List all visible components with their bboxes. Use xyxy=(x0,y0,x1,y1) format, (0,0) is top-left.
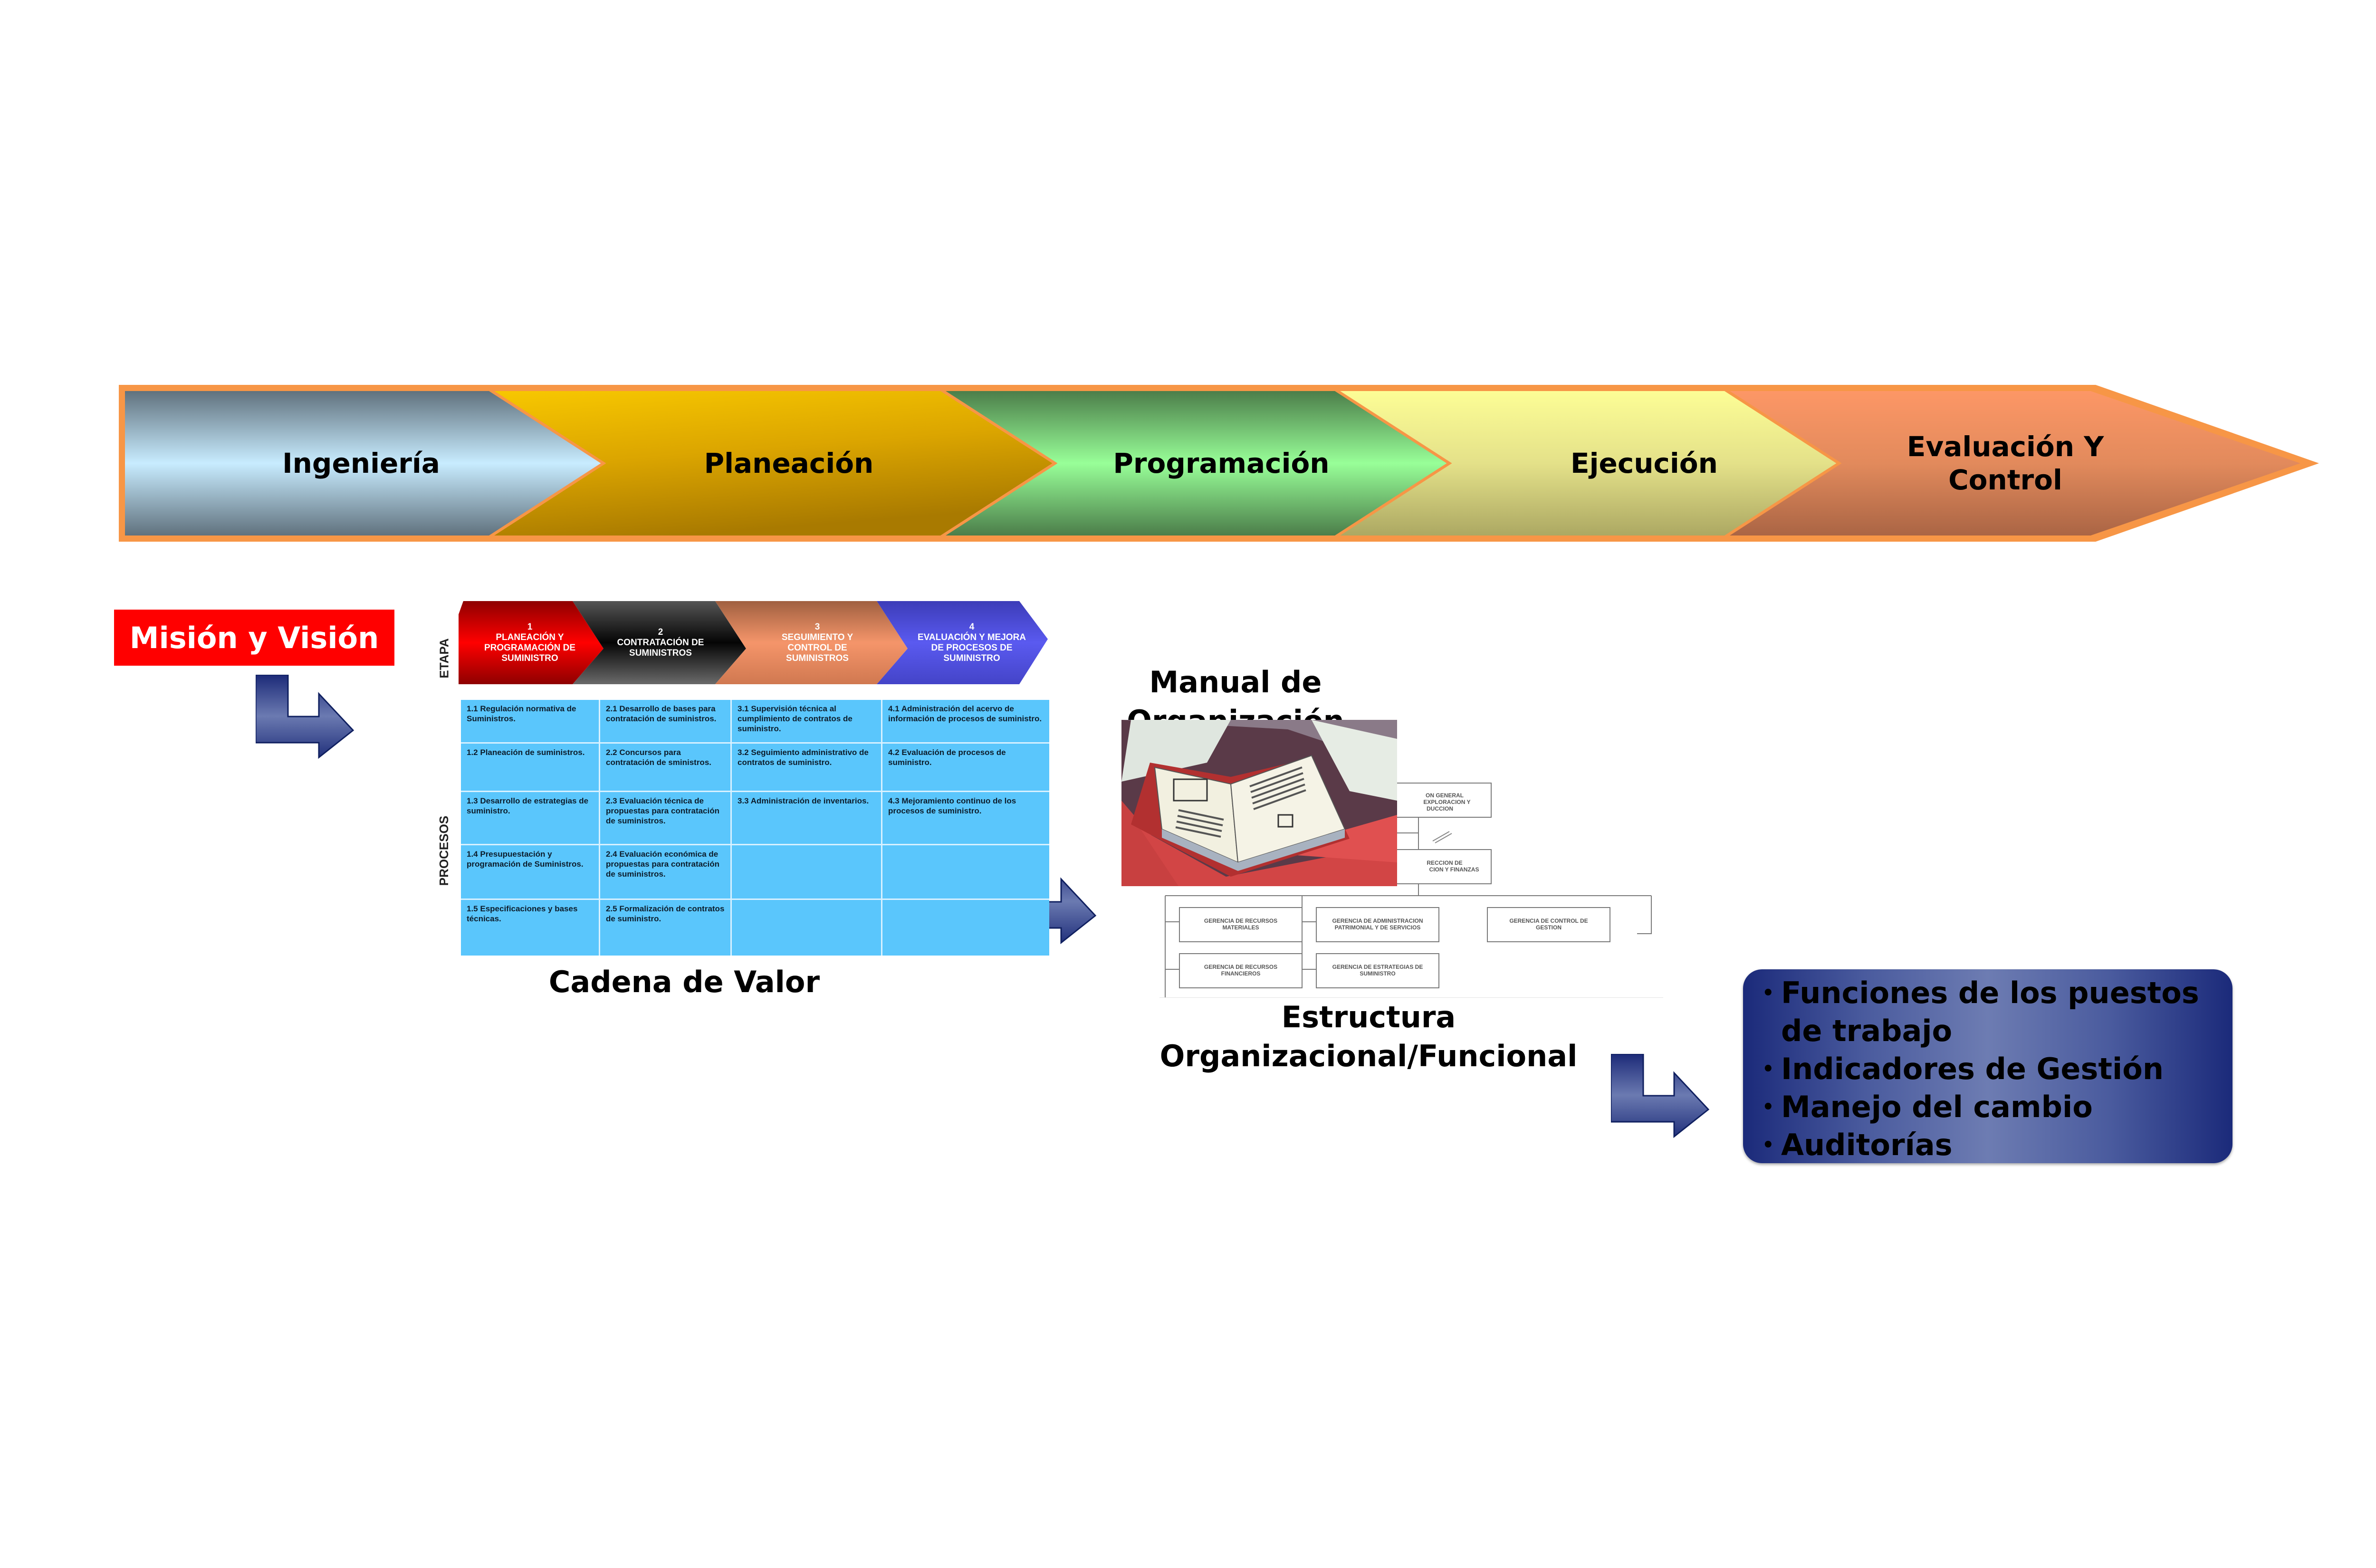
process-cell: 3.2 Seguimiento administrativo de contra… xyxy=(732,744,882,792)
bullet-icon: • xyxy=(1762,982,1774,1004)
org-text-direccion-general-3: DUCCION xyxy=(1427,805,1453,812)
org-box-unit-3 xyxy=(1487,907,1610,942)
process-cell: 1.3 Desarrollo de estrategias de suminis… xyxy=(461,792,600,845)
org-text-direccion-general-2: EXPLORACION Y xyxy=(1423,799,1470,805)
process-cell: 1.2 Planeación de suministros. xyxy=(461,744,600,792)
process-cell: 4.1 Administración del acervo de informa… xyxy=(882,700,1049,744)
org-unit-text: MATERIALES xyxy=(1222,924,1259,931)
outcome-item: • Indicadores de Gestión xyxy=(1762,1050,2218,1088)
flow-arrow-icon xyxy=(1611,1054,1710,1138)
process-cell: 1.1 Regulación normativa de Suministros. xyxy=(461,700,600,744)
process-cell: 2.2 Concursos para contratación de smini… xyxy=(600,744,732,792)
process-cell: 2.4 Evaluación económica de propuestas p… xyxy=(600,845,732,900)
org-unit-text: GERENCIA DE CONTROL DE xyxy=(1509,918,1588,924)
outcome-item: • Auditorías xyxy=(1762,1126,2218,1164)
flow-arrow-icon xyxy=(256,675,354,759)
org-text-direccion-finanzas-1: RECCION DE xyxy=(1427,860,1462,866)
stage-programacion: Programación xyxy=(1113,447,1330,479)
process-banner: Ingeniería Planeación Programación Ejecu… xyxy=(119,385,2319,542)
org-box-unit-4 xyxy=(1179,953,1303,988)
value-chain-caption: Cadena de Valor xyxy=(548,965,820,999)
org-unit-text: GERENCIA DE RECURSOS xyxy=(1204,918,1277,924)
process-cell: 2.5 Formalización de contratos de sumini… xyxy=(600,900,732,956)
org-box-unit-5 xyxy=(1316,953,1439,988)
process-cell: 2.3 Evaluación técnica de propuestas par… xyxy=(600,792,732,845)
banner-chevrons xyxy=(119,385,2319,542)
org-unit-text: PATRIMONIAL Y DE SERVICIOS xyxy=(1335,924,1421,931)
value-chain-table: 1.1 Regulación normativa de Suministros.… xyxy=(461,700,1049,956)
mission-vision-box: Misión y Visión xyxy=(114,610,394,666)
stage-chevron-2 xyxy=(573,601,746,684)
book-icon xyxy=(1121,720,1397,886)
stage-ejecucion: Ejecución xyxy=(1571,447,1718,479)
process-cell: 1.4 Presupuestación y programación de Su… xyxy=(461,845,600,900)
stage-chevron-4 xyxy=(877,601,1048,684)
org-text-direccion-general-1: ON GENERAL xyxy=(1426,792,1464,799)
process-cell xyxy=(882,900,1049,956)
org-unit-text: GERENCIA DE ESTRATEGIAS DE xyxy=(1332,964,1423,970)
value-chain-chevrons xyxy=(459,601,1048,684)
org-unit-text: SUMINISTRO xyxy=(1360,970,1395,977)
procesos-axis-label: PROCESOS xyxy=(437,815,451,886)
process-cell: 3.1 Supervisión técnica al cumplimiento … xyxy=(732,700,882,744)
process-cell xyxy=(732,845,882,900)
process-cell: 4.3 Mejoramiento continuo de los proceso… xyxy=(882,792,1049,845)
open-book-image xyxy=(1121,720,1397,886)
outcomes-box: • Funciones de los puestos de trabajo • … xyxy=(1743,969,2232,1163)
process-cell: 4.2 Evaluación de procesos de suministro… xyxy=(882,744,1049,792)
process-cell xyxy=(732,900,882,956)
org-structure-caption: Estructura Organizacional/Funcional xyxy=(1159,1000,1578,1073)
org-unit-text: GERENCIA DE RECURSOS xyxy=(1204,964,1277,970)
process-cell: 3.3 Administración de inventarios. xyxy=(732,792,882,845)
outcome-item: • Funciones de los puestos de trabajo xyxy=(1762,974,2218,1050)
stage-chevron-3 xyxy=(715,601,908,684)
banner-chevron-5 xyxy=(1720,388,2309,538)
org-unit-text: GERENCIA DE ADMINISTRACION xyxy=(1332,918,1423,924)
org-unit-text: FINANCIEROS xyxy=(1221,970,1261,977)
org-box-unit-1 xyxy=(1179,907,1303,942)
org-text-direccion-finanzas-2: CION Y FINANZAS xyxy=(1429,866,1479,873)
bullet-icon: • xyxy=(1762,1058,1774,1080)
org-break-mark xyxy=(1432,831,1452,843)
process-cell: 2.1 Desarrollo de bases para contratació… xyxy=(600,700,732,744)
etapa-axis-label: ETAPA xyxy=(437,638,451,679)
org-unit-text: GESTION xyxy=(1536,924,1562,931)
stage-planeacion: Planeación xyxy=(704,447,874,479)
bullet-icon: • xyxy=(1762,1134,1774,1156)
org-box-unit-2 xyxy=(1316,907,1439,942)
stage-evaluacion-control: Evaluación Y Control xyxy=(1907,430,2104,496)
stage-chevron-1 xyxy=(459,601,604,684)
bullet-icon: • xyxy=(1762,1096,1774,1118)
process-cell xyxy=(882,845,1049,900)
process-cell: 1.5 Especificaciones y bases técnicas. xyxy=(461,900,600,956)
outcome-item: • Manejo del cambio xyxy=(1762,1088,2218,1126)
stage-ingenieria: Ingeniería xyxy=(282,447,440,479)
